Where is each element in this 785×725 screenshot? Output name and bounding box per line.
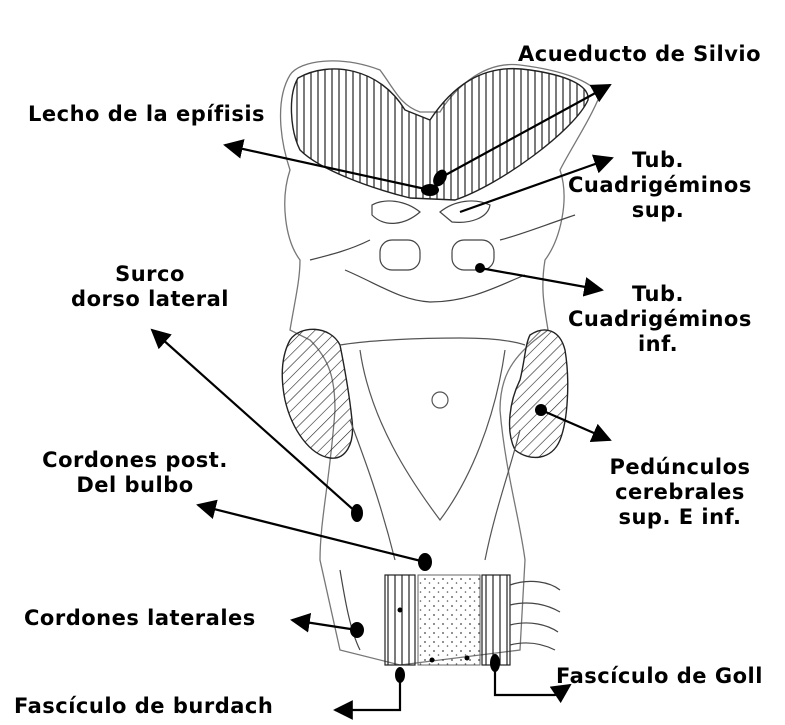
label-acueducto: Acueducto de Silvio [518, 42, 761, 67]
label-surco-line2: dorso lateral [50, 287, 250, 312]
label-surco-line1: Surco [50, 262, 250, 287]
label-pedunculos-line2: cerebrales [585, 480, 775, 505]
label-tub-sup: Tub. Cuadrigéminos sup. [568, 148, 748, 224]
label-cordones-lat: Cordones laterales [24, 606, 256, 631]
label-tub-sup-line2: Cuadrigéminos [568, 173, 748, 198]
right-fasciculus [482, 575, 510, 665]
arrow-cordones-post [198, 505, 425, 562]
label-surco: Surco dorso lateral [50, 262, 250, 312]
colliculi-region [310, 201, 575, 302]
arrow-cordones-lat [292, 620, 357, 630]
label-cordones-post-line1: Cordones post. [20, 448, 250, 473]
label-pedunculos-line3: sup. E inf. [585, 505, 775, 530]
label-pedunculos: Pedúnculos cerebrales sup. E inf. [585, 455, 775, 531]
arrow-burdach [335, 675, 400, 710]
label-tub-inf-line3: inf. [568, 332, 748, 357]
label-goll: Fascículo de Goll [556, 664, 763, 689]
label-cordones-post: Cordones post. Del bulbo [20, 448, 250, 498]
label-pedunculos-line1: Pedúnculos [585, 455, 775, 480]
central-dotted-region [418, 575, 480, 665]
label-tub-sup-line3: sup. [568, 198, 748, 223]
label-lecho: Lecho de la epífisis [28, 102, 265, 127]
left-peduncle-hatched [282, 329, 352, 458]
label-tub-inf-line1: Tub. [568, 282, 748, 307]
ventricle-floor [340, 338, 525, 560]
label-cordones-post-line2: Del bulbo [20, 473, 250, 498]
label-tub-inf: Tub. Cuadrigéminos inf. [568, 282, 748, 358]
left-fasciculus [385, 575, 415, 665]
label-burdach: Fascículo de burdach [14, 694, 273, 719]
label-tub-sup-line1: Tub. [568, 148, 748, 173]
label-tub-inf-line2: Cuadrigéminos [568, 307, 748, 332]
